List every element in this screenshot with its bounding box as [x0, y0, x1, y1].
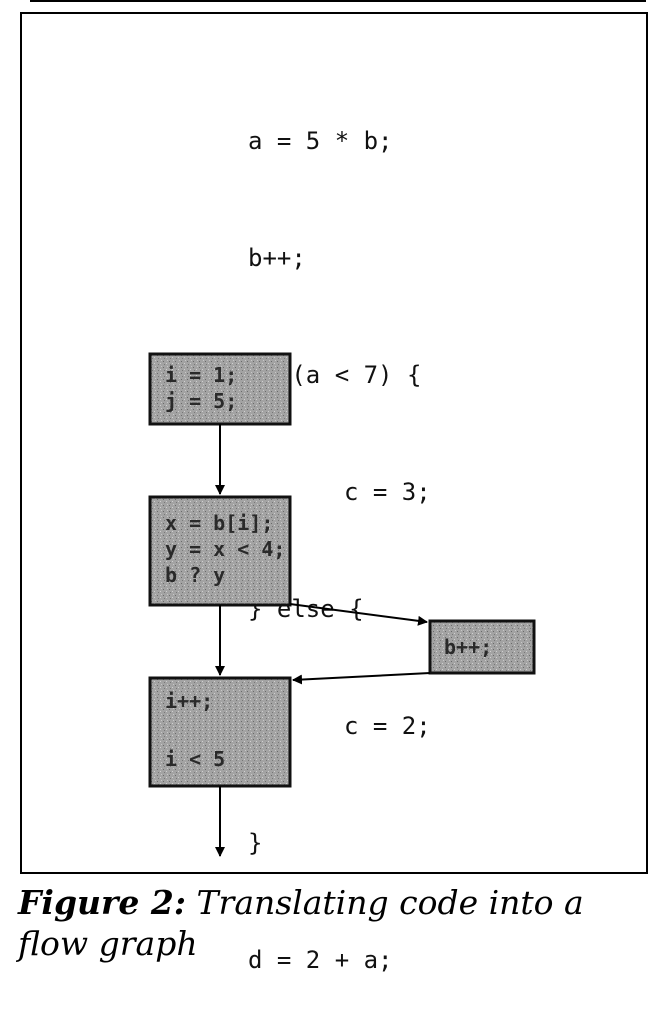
edge-branch-to-side — [289, 603, 428, 626]
node-entry-box — [148, 352, 292, 426]
node-side-line: b++; — [444, 635, 492, 659]
node-merge-box — [148, 676, 292, 788]
caption-label: Figure 2: — [18, 883, 187, 922]
code-line: c = 3; — [344, 478, 431, 506]
node-side: b++; — [428, 619, 536, 675]
node-branch-box — [148, 495, 292, 607]
node-merge-line: i < 5 — [165, 747, 225, 771]
node-entry-line: i = 1; — [165, 363, 237, 387]
code-line: } — [248, 829, 263, 857]
node-branch-line: y = x < 4; — [165, 537, 285, 561]
node-entry: i = 1; j = 5; — [148, 352, 292, 426]
flow-graph: i = 1; j = 5; x = b[i]; y = x < 4; b ? y… — [148, 352, 536, 857]
code-listing: a = 5 * b; b++; if (a < 7) { c = 3; } el… — [248, 44, 431, 1019]
caption-text: Translating code into a flow graph — [18, 883, 584, 963]
code-line: c = 2; — [344, 712, 431, 740]
top-rule — [30, 0, 646, 2]
figure-frame — [20, 12, 648, 874]
node-merge-line: i++; — [165, 689, 213, 713]
code-line: b++; — [248, 244, 306, 272]
node-entry-line: j = 5; — [165, 389, 237, 413]
code-line: a = 5 * b; — [248, 127, 393, 155]
node-branch: x = b[i]; y = x < 4; b ? y — [148, 495, 292, 607]
node-branch-line: b ? y — [165, 563, 225, 587]
edge-side-to-merge — [292, 672, 431, 685]
node-side-box — [428, 619, 536, 675]
node-branch-line: x = b[i]; — [165, 511, 273, 535]
figure-caption: Figure 2: Translating code into a flow g… — [18, 882, 638, 964]
code-line: d = 2 + a; — [248, 946, 393, 974]
node-merge: i++; i < 5 — [148, 676, 292, 788]
